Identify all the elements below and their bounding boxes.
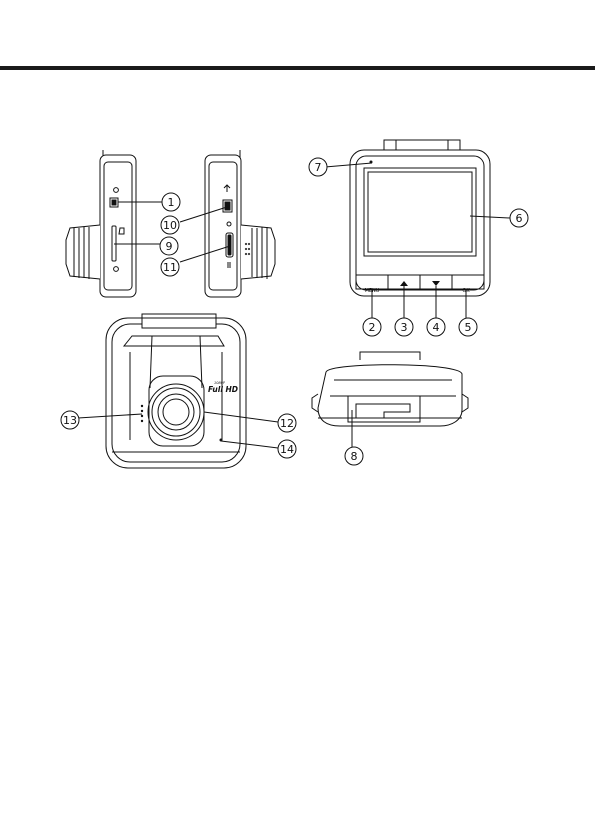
front-view: 1080P Full HD	[106, 314, 246, 468]
callout-13: 13	[61, 411, 79, 429]
svg-text:9: 9	[166, 240, 173, 253]
svg-text:7: 7	[315, 161, 322, 174]
svg-text:12: 12	[280, 417, 294, 430]
svg-text:2: 2	[369, 321, 376, 334]
display-screen	[364, 168, 476, 256]
callout-2: 2	[363, 318, 381, 336]
svg-text:11: 11	[163, 261, 177, 274]
svg-text:13: 13	[63, 414, 77, 427]
svg-text:6: 6	[516, 212, 523, 225]
callout-8: 8	[345, 447, 363, 465]
callout-3: 3	[395, 318, 413, 336]
callout-10: 10	[161, 216, 179, 234]
callout-14: 14	[278, 440, 296, 458]
callout-9: 9	[160, 237, 178, 255]
callout-7: 7	[309, 158, 327, 176]
callout-5: 5	[459, 318, 477, 336]
svg-text:1: 1	[168, 196, 175, 209]
svg-text:8: 8	[351, 450, 358, 463]
svg-text:4: 4	[433, 321, 440, 334]
svg-text:10: 10	[163, 219, 177, 232]
callout-6: 6	[510, 209, 528, 227]
left-side-view	[66, 150, 136, 297]
right-side-view	[205, 150, 275, 297]
brand-text: Full HD	[208, 385, 238, 394]
svg-text:5: 5	[465, 321, 472, 334]
callout-12: 12	[278, 414, 296, 432]
callout-1: 1	[162, 193, 180, 211]
svg-text:3: 3	[401, 321, 408, 334]
svg-text:14: 14	[280, 443, 294, 456]
callout-4: 4	[427, 318, 445, 336]
top-view	[312, 352, 468, 426]
callout-11: 11	[161, 258, 179, 276]
